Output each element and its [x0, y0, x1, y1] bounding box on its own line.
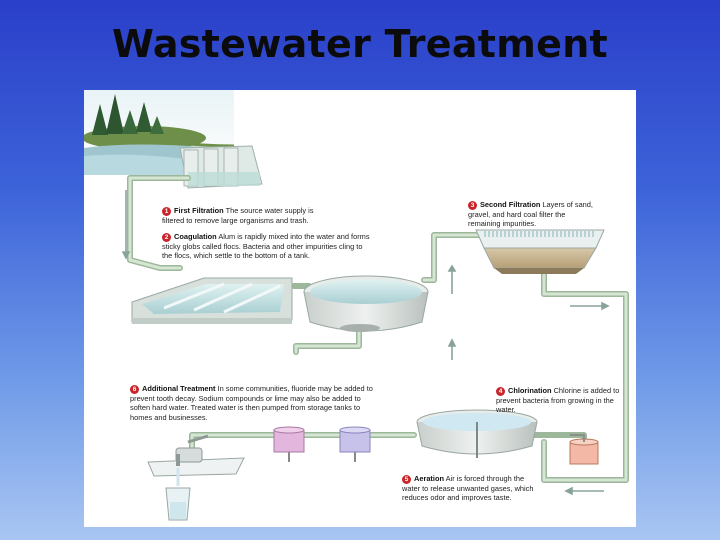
slide-title: Wastewater Treatment — [0, 22, 720, 66]
step-1-badge: 1 — [162, 207, 171, 216]
settling-tank — [304, 276, 428, 332]
step-5-badge: 5 — [402, 475, 411, 484]
step-3-badge: 3 — [468, 201, 477, 210]
aeration-tank — [417, 410, 537, 458]
step-4-heading: Chlorination — [508, 386, 552, 395]
step-2-badge: 2 — [162, 233, 171, 242]
step-3-heading: Second Filtration — [480, 200, 540, 209]
step-6-badge: 6 — [130, 385, 139, 394]
faucet-and-glass — [148, 436, 244, 520]
step-4-badge: 4 — [496, 387, 505, 396]
process-illustration — [84, 90, 636, 527]
chlorine-tank — [570, 435, 598, 464]
first-filtration-screen — [180, 146, 262, 188]
step-1-heading: First Filtration — [174, 206, 224, 215]
step-6-heading: Additional Treatment — [142, 384, 216, 393]
coagulation-basin — [132, 278, 292, 324]
step-2-heading: Coagulation — [174, 232, 217, 241]
second-filtration-bed — [476, 230, 604, 274]
step-5-heading: Aeration — [414, 474, 444, 483]
